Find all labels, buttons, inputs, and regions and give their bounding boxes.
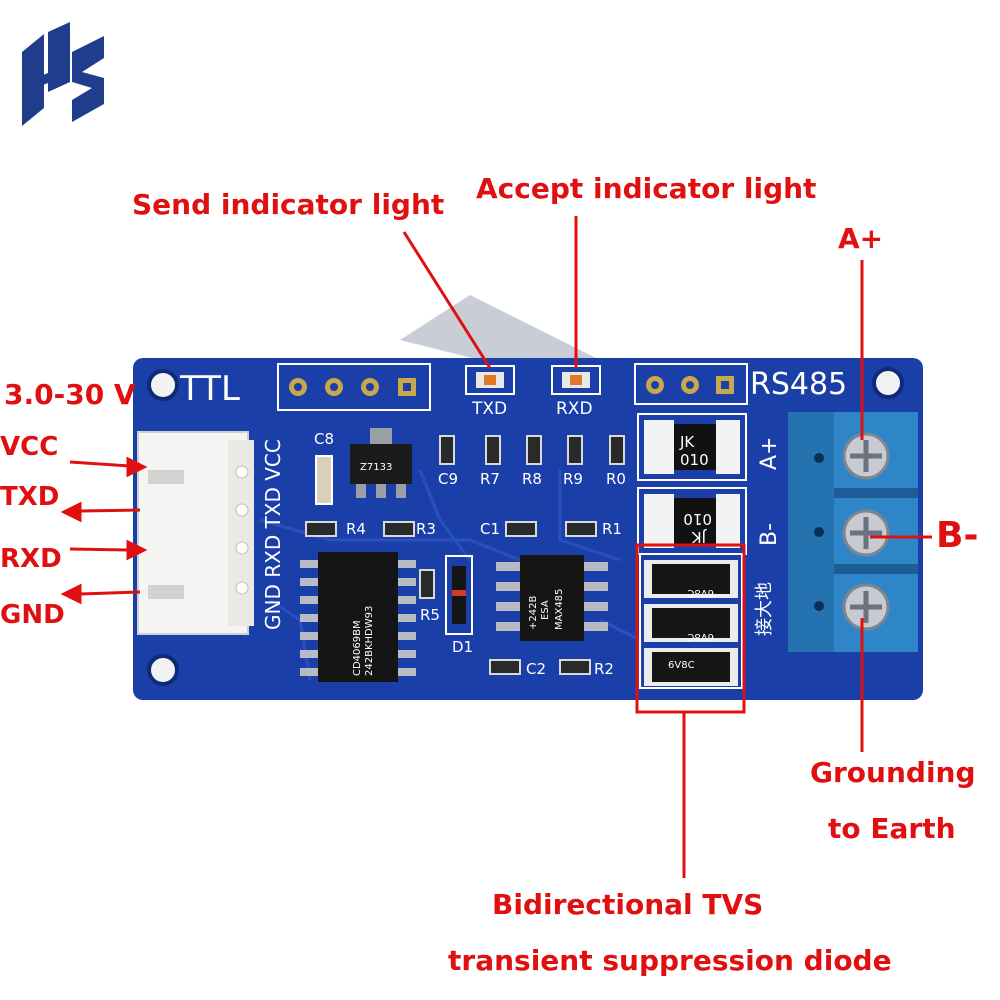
label-r0: R0 [606, 470, 626, 488]
fuse1-code: JK [679, 433, 695, 451]
logic-ic-code: 242BKHDW93 [364, 606, 375, 676]
tvs2-marking: 6V8C [687, 631, 714, 642]
label-d1: D1 [452, 638, 473, 656]
fuse-1 [637, 413, 747, 481]
xh-connector [137, 431, 254, 635]
send-indicator-callout: Send indicator light [132, 188, 445, 221]
pin-label-rxd: RXD [0, 544, 62, 574]
label-r7: R7 [480, 470, 500, 488]
label-c2: C2 [526, 660, 546, 678]
logic-ic [300, 552, 416, 682]
label-c9: C9 [438, 470, 458, 488]
label-r1: R1 [602, 520, 622, 538]
screw-terminal-block [788, 412, 918, 652]
max485-ic [496, 555, 608, 641]
max485-code: +242B [528, 596, 539, 630]
tvs1-marking: 6V8C [687, 587, 714, 598]
tvs-callout-line2: transient suppression diode [448, 944, 892, 977]
b-minus-callout: B- [936, 515, 979, 556]
a-plus-callout: A+ [838, 222, 884, 255]
mounting-holes [147, 367, 904, 686]
rs485-label: RS485 [750, 367, 847, 402]
terminal-b-label: B- [757, 523, 782, 546]
pin-label-gnd: GND [0, 600, 65, 630]
grounding-callout-line2: to Earth [828, 812, 956, 845]
rxd-led-label: RXD [556, 399, 593, 419]
fuse-2 [637, 487, 747, 555]
grounding-callout-line1: Grounding [810, 756, 976, 789]
ttl-header-pads [289, 378, 416, 396]
voltage-callout: 3.0-30 V [4, 378, 136, 411]
pin-label-vcc: VCC [0, 432, 59, 462]
fuse1-value: 010 [680, 451, 709, 469]
label-c1: C1 [480, 520, 500, 538]
fuse2-value: 010 [683, 510, 712, 528]
callout-lines [60, 216, 932, 878]
max485-marking: MAX485 [554, 589, 565, 630]
diode-d1 [445, 555, 473, 635]
tvs-callout-line1: Bidirectional TVS [492, 888, 764, 921]
label-r9: R9 [563, 470, 583, 488]
max485-sub: ESA [540, 600, 551, 620]
header-pin-labels: GND RXD TXD VCC [261, 439, 285, 630]
tvs3-marking: 6V8C [668, 660, 695, 671]
smd-resistors [305, 435, 625, 675]
rs485-header-pads [646, 376, 734, 394]
regulator-marking: Z7133 [360, 462, 392, 473]
label-r3: R3 [416, 520, 436, 538]
fuse2-code: JK [691, 528, 707, 546]
ttl-label: TTL [179, 369, 240, 409]
capacitor-c8 [315, 455, 333, 505]
terminal-a-label: A+ [757, 437, 782, 470]
label-r2: R2 [594, 660, 614, 678]
terminal-ground-label: 接大地 [754, 582, 775, 636]
tvs-diodes [639, 553, 743, 689]
accept-indicator-callout: Accept indicator light [476, 172, 817, 205]
txd-led-label: TXD [471, 399, 507, 419]
logic-ic-marking: CD4069BM [352, 620, 363, 676]
voltage-regulator [350, 428, 412, 498]
label-r5: R5 [420, 606, 440, 624]
label-r4: R4 [346, 520, 366, 538]
brand-logo [22, 22, 104, 126]
label-r8: R8 [522, 470, 542, 488]
label-c8: C8 [314, 430, 334, 448]
pin-label-txd: TXD [0, 482, 60, 512]
